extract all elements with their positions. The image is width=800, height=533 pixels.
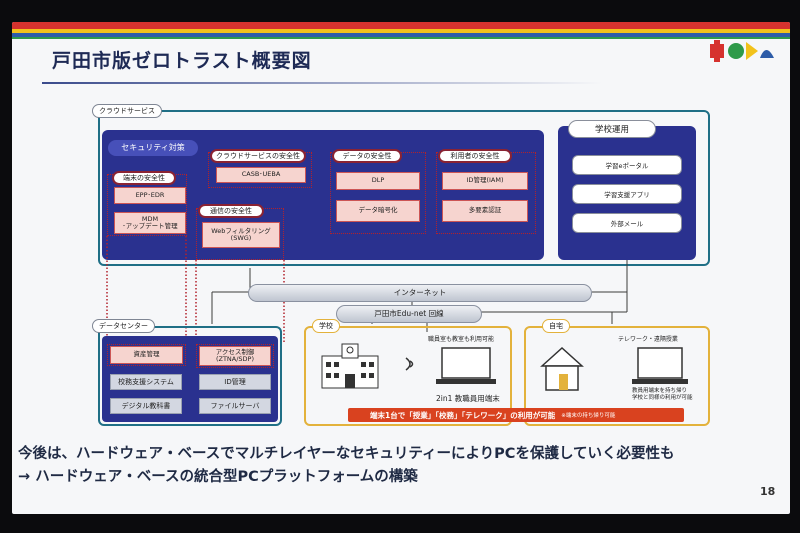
school-note: 職員室も教室も利用可能 bbox=[428, 336, 495, 343]
home-note: テレワーク・遠隔授業 bbox=[618, 336, 678, 343]
page-number: 18 bbox=[760, 485, 776, 498]
usage-banner-note: ※端末の持ち帰り可能 bbox=[561, 413, 616, 419]
dlp-box: DLP bbox=[336, 172, 420, 190]
stripe-blue bbox=[12, 33, 790, 37]
web-filtering-box: Webフィルタリング (SWG) bbox=[202, 222, 280, 248]
datacenter-label: データセンター bbox=[92, 319, 155, 333]
mdm-box: MDM ･アップデート管理 bbox=[114, 212, 186, 234]
cloud-safety-title: クラウドサービスの安全性 bbox=[210, 149, 306, 163]
home-frame bbox=[524, 326, 710, 426]
learning-portal-box: 学習eポータル bbox=[572, 155, 682, 175]
internet-pill: インターネット bbox=[248, 284, 592, 302]
home-device-note: 教員用端末を持ち帰り 学校と同様の利用が可能 bbox=[632, 388, 693, 401]
learning-app-box: 学習支援アプリ bbox=[572, 184, 682, 204]
home-laptop-icon bbox=[632, 347, 688, 384]
mfa-box: 多要素認証 bbox=[442, 200, 528, 222]
cloud-services-frame bbox=[98, 110, 710, 266]
edunet-pill: 戸田市Edu-net 回線 bbox=[336, 305, 482, 323]
security-title: セキュリティ対策 bbox=[108, 140, 198, 156]
house-icon bbox=[540, 346, 584, 391]
cloud-services-label: クラウドサービス bbox=[92, 104, 162, 118]
conclusion-line-2: → ハードウェア・ベースの統合型PCプラットフォームの構築 bbox=[18, 469, 418, 485]
wifi-icon bbox=[405, 357, 414, 371]
school-frame bbox=[304, 326, 512, 426]
access-control-box: アクセス制御 (ZTNA/SDP) bbox=[199, 346, 271, 366]
toda-logo-mark bbox=[710, 40, 774, 62]
file-server-box: ファイルサーバ bbox=[199, 398, 271, 414]
toda-logo bbox=[708, 38, 778, 64]
stripe-green bbox=[12, 37, 790, 39]
slide: 戸田市版ゼロトラスト概要図 クラウドサービス セキュリティ対策 端末の安全性 E… bbox=[12, 22, 790, 514]
home-label: 自宅 bbox=[542, 319, 570, 333]
digital-textbook-box: デジタル教科書 bbox=[110, 398, 182, 414]
conclusion-line-1: 今後は、ハードウェア・ベースでマルチレイヤーなセキュリティーによりPCを保護して… bbox=[18, 446, 675, 462]
endpoint-safety-title: 端末の安全性 bbox=[112, 171, 176, 185]
stripe-red bbox=[12, 22, 790, 29]
datacenter-frame bbox=[98, 326, 282, 426]
laptop-icon bbox=[436, 347, 496, 384]
asset-mgmt-group bbox=[107, 344, 186, 366]
stripe-yellow bbox=[12, 29, 790, 33]
school-label: 学校 bbox=[312, 319, 340, 333]
school-device-label: 2in1 教職員用端末 bbox=[436, 394, 500, 403]
data-encryption-box: データ暗号化 bbox=[336, 200, 420, 222]
epp-edr-box: EPP･EDR bbox=[114, 187, 186, 204]
external-mail-box: 外部メール bbox=[572, 213, 682, 233]
iam-box: ID管理(IAM) bbox=[442, 172, 528, 190]
usage-banner: 端末1台で「授業」「校務」「テレワーク」の利用が可能 ※端末の持ち帰り可能 bbox=[348, 408, 684, 422]
slide-title: 戸田市版ゼロトラスト概要図 bbox=[52, 50, 312, 72]
casb-ueba-box: CASB･UEBA bbox=[216, 167, 306, 183]
comm-safety-title: 通信の安全性 bbox=[198, 204, 264, 218]
school-building-icon bbox=[321, 343, 379, 389]
usage-banner-text: 端末1台で「授業」「校務」「テレワーク」の利用が可能 bbox=[370, 410, 556, 420]
user-safety-title: 利用者の安全性 bbox=[438, 149, 512, 163]
access-control-group bbox=[196, 344, 274, 368]
data-safety-title: データの安全性 bbox=[332, 149, 402, 163]
title-underline bbox=[42, 82, 602, 84]
id-mgmt-box: ID管理 bbox=[199, 374, 271, 390]
school-ops-title: 学校運用 bbox=[568, 120, 656, 138]
asset-mgmt-box: 資産管理 bbox=[110, 346, 183, 364]
school-affairs-system-box: 校務支援システム bbox=[110, 374, 182, 390]
connection-lines bbox=[106, 236, 628, 344]
